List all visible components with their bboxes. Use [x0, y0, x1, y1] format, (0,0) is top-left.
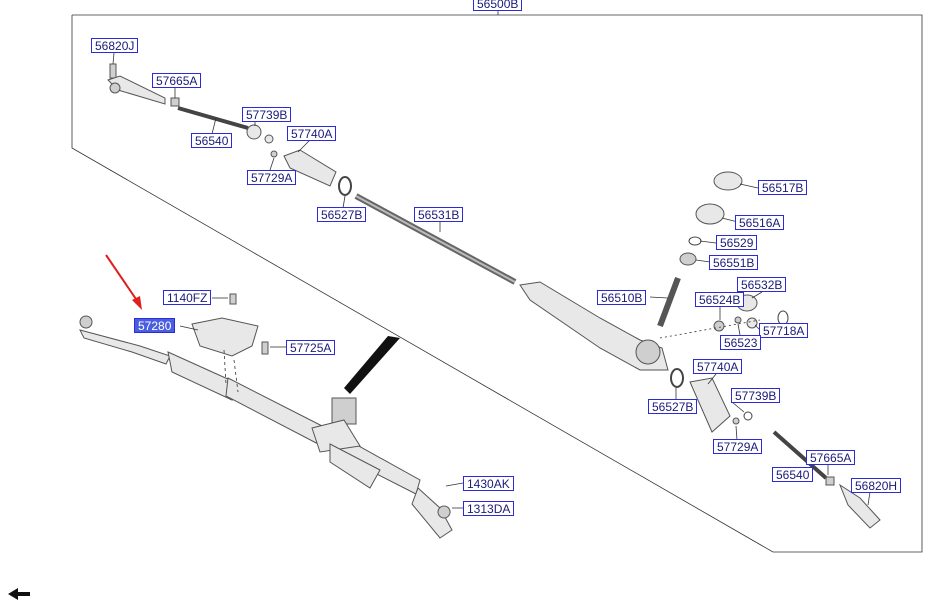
- back-arrow-icon[interactable]: [6, 586, 34, 600]
- part-label-56527B-bottom[interactable]: 56527B: [648, 399, 698, 414]
- part-label-57740A-top[interactable]: 57740A: [287, 126, 337, 141]
- assembly-boundary: [71, 14, 923, 553]
- callout-wedge: [344, 336, 400, 394]
- heat-shield: [191, 317, 259, 357]
- boot-bottom: [689, 377, 731, 433]
- part-label-57718A[interactable]: 57718A: [759, 323, 809, 338]
- part-label-56516A[interactable]: 56516A: [735, 215, 785, 230]
- pinion: [657, 276, 681, 328]
- part-label-56551B[interactable]: 56551B: [709, 255, 759, 270]
- part-label-1140FZ[interactable]: 1140FZ: [163, 290, 212, 305]
- rack-housing: [519, 281, 669, 371]
- part-label-57729A-bottom[interactable]: 57729A: [713, 439, 763, 454]
- part-label-57739B-top[interactable]: 57739B: [242, 107, 292, 122]
- part-label-57729A-top[interactable]: 57729A: [247, 170, 297, 185]
- part-label-56524B[interactable]: 56524B: [695, 292, 745, 307]
- part-label-57725A[interactable]: 57725A: [286, 340, 336, 355]
- nut-top: [170, 97, 180, 107]
- part-label-56820J[interactable]: 56820J: [91, 38, 139, 53]
- assembly-label-56500B[interactable]: 56500B: [473, 0, 523, 11]
- part-label-57739B-bottom[interactable]: 57739B: [731, 388, 781, 403]
- part-label-56517B[interactable]: 56517B: [758, 180, 808, 195]
- steering-gear-assembly: [79, 315, 453, 539]
- part-label-56531B[interactable]: 56531B: [414, 207, 464, 222]
- part-label-56529[interactable]: 56529: [716, 235, 758, 250]
- boot-top: [283, 149, 337, 187]
- part-label-57280-selected[interactable]: 57280: [134, 318, 176, 333]
- part-label-56540-top[interactable]: 56540: [191, 133, 233, 148]
- part-label-57665A-bottom[interactable]: 57665A: [806, 450, 856, 465]
- part-label-56820H[interactable]: 56820H: [851, 478, 902, 493]
- part-label-1313DA[interactable]: 1313DA: [463, 501, 515, 516]
- tie-rod-end-top: [107, 63, 166, 105]
- part-label-57740A-bottom[interactable]: 57740A: [693, 359, 743, 374]
- part-label-56527B-top[interactable]: 56527B: [317, 207, 367, 222]
- part-label-1430AK[interactable]: 1430AK: [463, 476, 514, 491]
- part-label-56540-bottom[interactable]: 56540: [772, 467, 814, 482]
- part-label-57665A-top[interactable]: 57665A: [152, 73, 202, 88]
- part-label-56532B[interactable]: 56532B: [737, 277, 787, 292]
- inner-tie-rod-top: [177, 106, 249, 130]
- tie-rod-end-bottom: [838, 483, 881, 529]
- highlight-arrow: [105, 254, 142, 310]
- part-label-56510B[interactable]: 56510B: [597, 290, 647, 305]
- part-label-56523[interactable]: 56523: [720, 335, 762, 350]
